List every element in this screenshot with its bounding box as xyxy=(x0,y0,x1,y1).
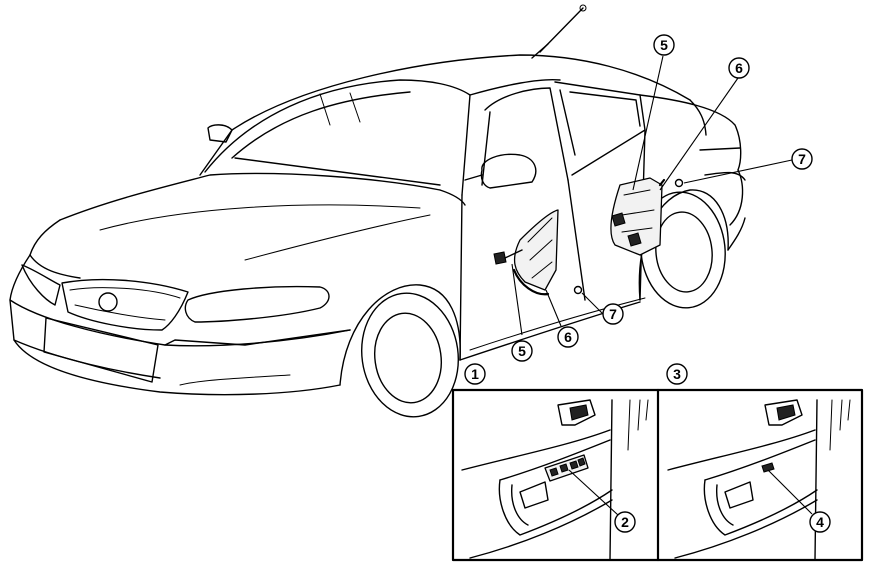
callout-front-grommet-text: 7 xyxy=(609,306,617,322)
callout-front-motor: 6 xyxy=(557,326,579,348)
inset-passenger-door xyxy=(667,399,851,561)
callout-front-motor-text: 6 xyxy=(564,329,572,345)
inset-driver-door xyxy=(461,399,649,561)
front-window-regulator xyxy=(493,209,559,296)
callout-3: 3 xyxy=(666,363,688,385)
callout-rear-regulator: 5 xyxy=(653,34,675,56)
front-grommet xyxy=(573,285,583,295)
callout-1: 1 xyxy=(464,363,486,385)
callout-front-regulator: 5 xyxy=(511,340,533,362)
leader-lines xyxy=(511,55,793,336)
callout-front-grommet: 7 xyxy=(602,303,624,325)
callout-1-text: 1 xyxy=(471,366,479,382)
callout-rear-grommet-text: 7 xyxy=(798,151,806,167)
callout-rear-regulator-text: 5 xyxy=(660,37,668,53)
callout-front-regulator-text: 5 xyxy=(518,343,526,359)
callout-rear-motor-text: 6 xyxy=(735,60,743,76)
callout-3-text: 3 xyxy=(673,366,681,382)
callout-rear-grommet: 7 xyxy=(791,148,813,170)
sedan-illustration xyxy=(9,4,746,418)
callout-2-text: 2 xyxy=(621,514,629,530)
callout-2: 2 xyxy=(614,511,636,533)
rear-grommet xyxy=(674,178,684,188)
callout-rear-motor: 6 xyxy=(728,57,750,79)
callout-4-text: 4 xyxy=(816,514,824,530)
inset-switch-panels xyxy=(451,388,864,562)
callout-4: 4 xyxy=(809,511,831,533)
rear-window-regulator xyxy=(610,177,666,256)
